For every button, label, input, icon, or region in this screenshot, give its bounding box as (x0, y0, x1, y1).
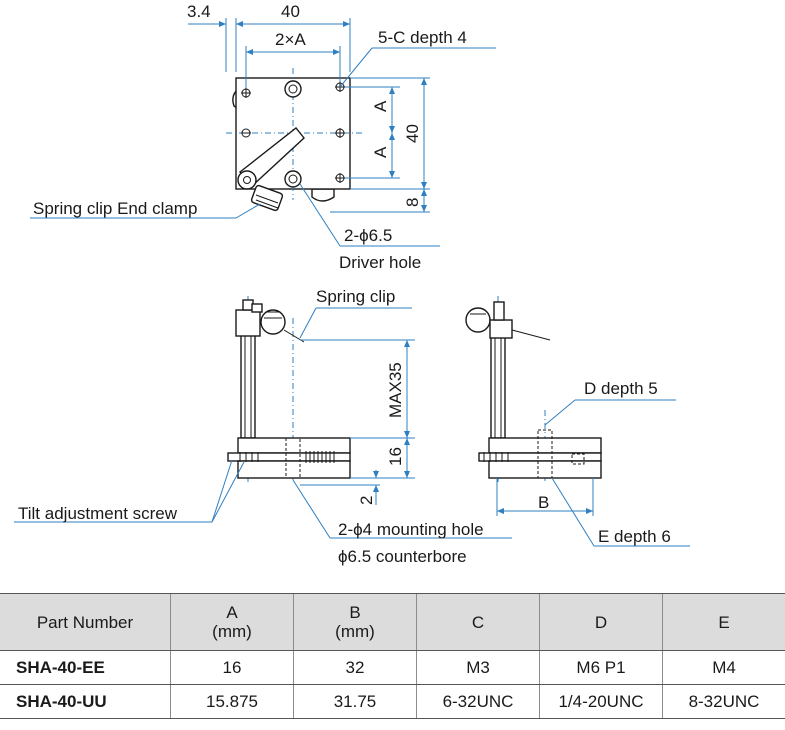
side-upper-plate (488, 437, 602, 454)
cell-part-number: SHA-40-EE (0, 650, 171, 685)
header-a-unit: (mm) (212, 622, 252, 641)
side-lower-plate (488, 460, 602, 479)
dim-2xa-label: 2×A (275, 30, 306, 49)
table-header-row: Part Number A (mm) B (mm) C D E (0, 593, 785, 651)
mounting-hole-label: 2-ϕ4 mounting hole (338, 520, 484, 539)
side-view (465, 296, 690, 547)
cell-d: M6 P1 (539, 650, 663, 685)
cell-e: 8-32UNC (662, 684, 785, 719)
cell-part-number: SHA-40-UU (0, 684, 171, 719)
d-depth-label: D depth 5 (584, 379, 658, 398)
e-depth-label: E depth 6 (598, 527, 671, 546)
dim-b-label: B (538, 493, 549, 512)
cell-d: 1/4-20UNC (539, 684, 663, 719)
header-d-label: D (594, 612, 608, 632)
top-view (30, 18, 496, 247)
tilt-adjustment-screw-label: Tilt adjustment screw (18, 504, 178, 523)
tapped-holes (241, 82, 345, 183)
header-b: B (mm) (293, 593, 417, 651)
cell-a: 15.875 (170, 684, 294, 719)
cell-b: 31.75 (293, 684, 417, 719)
spring-clip-arm (237, 127, 305, 212)
counterbore-label: ϕ6.5 counterbore (338, 547, 467, 566)
header-a: A (mm) (170, 593, 294, 651)
driver-holes (284, 80, 302, 188)
driver-hole-label: Driver hole (339, 253, 421, 272)
dim-40-top-label: 40 (281, 2, 300, 21)
header-a-label: A (226, 603, 238, 622)
dim-2-label: 2 (357, 496, 376, 505)
spring-clip-end-clamp-label: Spring clip End clamp (33, 199, 197, 218)
cell-c: M3 (416, 650, 540, 685)
dim-a-lower-label: A (371, 146, 390, 158)
header-c: C (416, 593, 540, 651)
header-e-label: E (718, 612, 730, 632)
cell-e: M4 (662, 650, 785, 685)
front-view (14, 296, 512, 539)
dim-max35-label: MAX35 (386, 362, 405, 418)
header-part-number: Part Number (0, 593, 171, 651)
header-b-unit: (mm) (335, 622, 375, 641)
dim-a-upper-label: A (371, 100, 390, 112)
cell-b: 32 (293, 650, 417, 685)
upper-plate (237, 437, 351, 454)
dim-40-side-label: 40 (403, 124, 422, 143)
header-b-label: B (349, 603, 361, 622)
header-part-number-label: Part Number (36, 612, 134, 632)
table-row: SHA-40-EE 16 32 M3 M6 P1 M4 (0, 650, 785, 685)
five-c-depth-label: 5-C depth 4 (378, 28, 467, 47)
cell-c: 6-32UNC (416, 684, 540, 719)
spec-table: Part Number A (mm) B (mm) C D E SHA-40-E… (0, 593, 785, 719)
dim-16-label: 16 (386, 447, 405, 466)
header-c-label: C (471, 612, 485, 632)
lower-plate (237, 460, 351, 479)
header-d: D (539, 593, 663, 651)
table-row: SHA-40-UU 15.875 31.75 6-32UNC 1/4-20UNC… (0, 684, 785, 719)
header-e: E (662, 593, 785, 651)
dim-3-4-label: 3.4 (187, 2, 211, 21)
dim-8-label: 8 (403, 198, 422, 207)
cell-a: 16 (170, 650, 294, 685)
technical-drawing: 3.4 40 2×A 5-C depth 4 A A 40 8 Spring c… (14, 2, 690, 566)
driver-hole-dia-label: 2-ϕ6.5 (344, 226, 392, 245)
spring-clip-label: Spring clip (316, 287, 395, 306)
